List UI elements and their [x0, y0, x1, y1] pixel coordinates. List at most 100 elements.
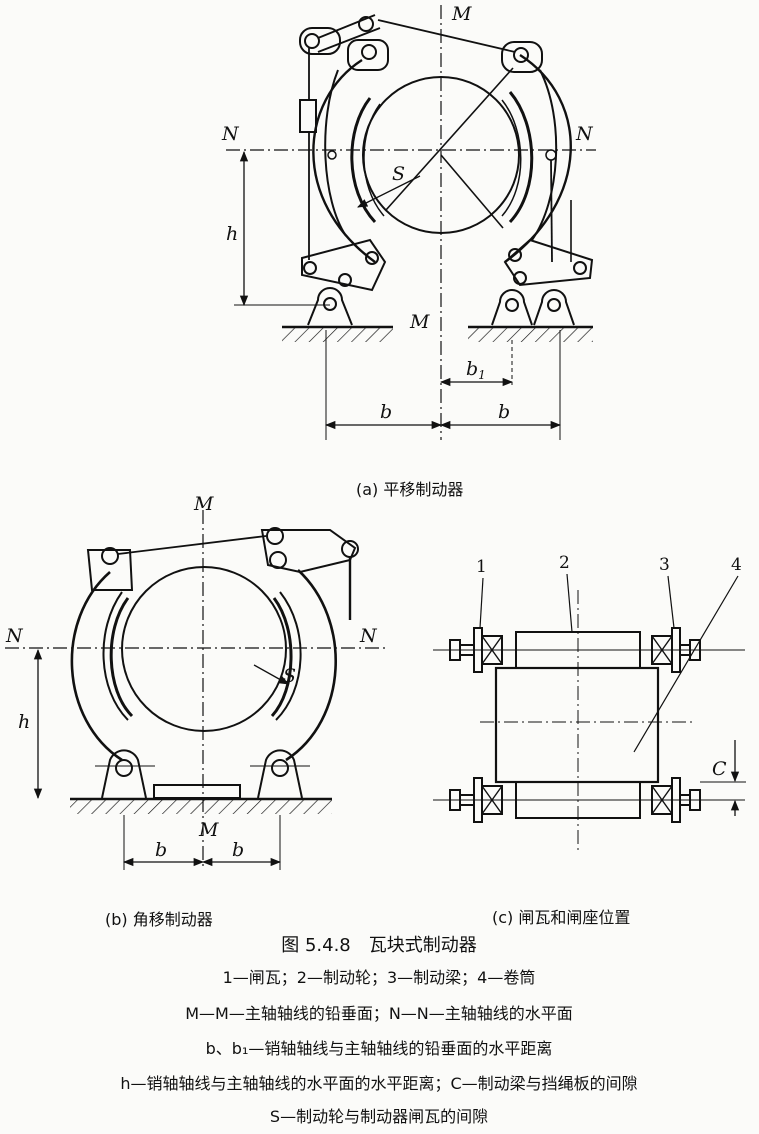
- fig-b-right-arm-inner: [275, 591, 302, 721]
- fig-b-top-lever: [260, 529, 357, 574]
- fig-a-left-top-clevis: [347, 39, 389, 71]
- fig-b-brake-wheel: [121, 566, 287, 732]
- fig-a-label-b-right: b: [498, 401, 510, 423]
- fig-a-right-brake-shoe: [508, 91, 534, 224]
- fig-a-label-M-bottom: M: [409, 311, 430, 333]
- fig-c-brake-shoe: [481, 785, 503, 815]
- fig-b-pin: [271, 759, 289, 777]
- fig-a-pin: [361, 44, 377, 60]
- fig-c-brake-shoe-1: [481, 635, 503, 665]
- fig-a-ground-hatch: [282, 328, 393, 342]
- fig-b-gap-arrow: [253, 664, 289, 685]
- fig-b-ground-hatch: [70, 800, 332, 814]
- fig-a-pin: [358, 16, 374, 32]
- fig-a-pin: [304, 33, 320, 49]
- fig-a-label-N-left: N: [221, 123, 240, 145]
- fig-a-label-b-left: b: [380, 401, 392, 423]
- fig-b-label-h: h: [18, 711, 30, 733]
- fig-b-left-arm: [70, 571, 123, 762]
- fig-b-label-N-right: N: [359, 625, 378, 647]
- fig-c-leader-3: [667, 575, 675, 629]
- fig-c-leader-4: [633, 575, 739, 753]
- fig-c-num-3: 3: [659, 555, 670, 575]
- fig-a-pin: [547, 298, 561, 312]
- fig-c-num-2: 2: [559, 553, 570, 573]
- fig-b-right-support: [257, 749, 303, 799]
- fig-c-beam-end: [689, 639, 701, 661]
- fig-a-pin-small: [327, 150, 337, 160]
- fig-a-spring-box: [299, 99, 317, 133]
- fig-c-shoe-cross: [481, 635, 503, 665]
- fig-b-right-brake-shoe: [270, 597, 293, 718]
- fig-a-right-rod: [550, 159, 553, 263]
- fig-b-left-brake-shoe: [109, 597, 134, 718]
- fig-a-pin: [338, 273, 352, 287]
- fig-b-label-M-bottom: M: [198, 819, 219, 841]
- fig-c-shoe-and-seat-position: [433, 573, 746, 850]
- figure-title: 图 5.4.8 瓦块式制动器: [281, 935, 477, 956]
- fig-a-label-M-top: M: [451, 3, 472, 25]
- fig-a-brake-wheel: [362, 76, 520, 234]
- fig-b-label-S: S: [283, 665, 296, 687]
- fig-a-diagonal-line: [385, 67, 514, 211]
- fig-b-labels: M M N N S h b b (b) 角移制动器: [5, 493, 378, 929]
- fig-a-right-shoe-arm-outer: [531, 69, 558, 241]
- fig-a-pin: [573, 261, 587, 275]
- fig-a-label-h: h: [226, 223, 238, 245]
- fig-a-pin: [505, 298, 519, 312]
- fig-b-label-M-top: M: [193, 493, 214, 515]
- fig-c-leader-2: [566, 573, 573, 633]
- fig-b-pin: [266, 527, 284, 545]
- fig-a-left-brake-shoe: [350, 97, 377, 224]
- fig-c-leader-1: [479, 577, 484, 629]
- fig-c-label-C: C: [712, 758, 727, 780]
- fig-a-top-lever: [317, 14, 376, 39]
- fig-b-angular-brake: [5, 510, 385, 870]
- fig-b-caption: (b) 角移制动器: [105, 910, 213, 929]
- fig-a-pin: [513, 271, 527, 285]
- fig-a-labels: M M N N S h b b b1 (a) 平移制动器: [221, 3, 594, 499]
- fig-a-gap-arrow: [357, 175, 421, 208]
- fig-c-beam-end: [689, 789, 701, 811]
- fig-c-drum: [494, 666, 660, 784]
- fig-a-left-shoe-arm: [312, 58, 376, 263]
- fig-a-translational-brake: [226, 5, 596, 440]
- fig-a-left-shoe-lining: [363, 103, 385, 217]
- fig-a-right-top-clevis: [501, 41, 543, 73]
- fig-b-label-b-left: b: [155, 839, 167, 861]
- legend-line-1: 1—闸瓦；2—制动轮；3—制动梁；4—卷筒: [223, 968, 536, 987]
- fig-a-label-S: S: [392, 163, 405, 185]
- fig-a-pull-rod: [377, 19, 516, 53]
- fig-a-right-support-1: [491, 289, 533, 326]
- fig-c-shoe-cross: [481, 785, 503, 815]
- fig-b-pin: [269, 551, 287, 569]
- legend-line-5: S—制动轮与制动器闸瓦的间隙: [270, 1107, 488, 1126]
- fig-c-shoe-cross: [651, 635, 673, 665]
- fig-a-label-N-right: N: [575, 123, 594, 145]
- fig-a-right-bottom-lever: [503, 238, 594, 287]
- fig-b-left-support: [101, 749, 147, 799]
- fig-b-base-plate: [153, 784, 241, 799]
- fig-b-pull-rod: [117, 535, 267, 555]
- fig-c-shoe-cross: [651, 785, 673, 815]
- fig-a-top-link: [299, 27, 341, 55]
- fig-a-pin-small: [545, 149, 557, 161]
- fig-a-caption: (a) 平移制动器: [356, 480, 463, 499]
- fig-a-pin: [303, 261, 317, 275]
- fig-b-pin: [115, 759, 133, 777]
- fig-a-pin: [513, 47, 529, 63]
- fig-c-num-1: 1: [476, 557, 487, 577]
- fig-b-pin: [101, 547, 119, 565]
- fig-a-diagonal-line: [440, 154, 504, 229]
- fig-a-right-shoe-lining: [501, 99, 522, 217]
- legend-line-3: b、b₁—销轴轴线与主轴轴线的铅垂面的水平距离: [206, 1039, 553, 1058]
- fig-a-left-support: [307, 287, 353, 326]
- fig-a-pin: [365, 251, 379, 265]
- fig-a-pin: [508, 248, 522, 262]
- fig-a-left-shoe-arm-outer: [324, 69, 347, 237]
- fig-b-label-b-right: b: [232, 839, 244, 861]
- fig-a-ground-hatch: [468, 328, 593, 342]
- legend-line-4: h—销轴轴线与主轴轴线的水平面的水平距离；C—制动梁与挡绳板的间隙: [120, 1074, 637, 1093]
